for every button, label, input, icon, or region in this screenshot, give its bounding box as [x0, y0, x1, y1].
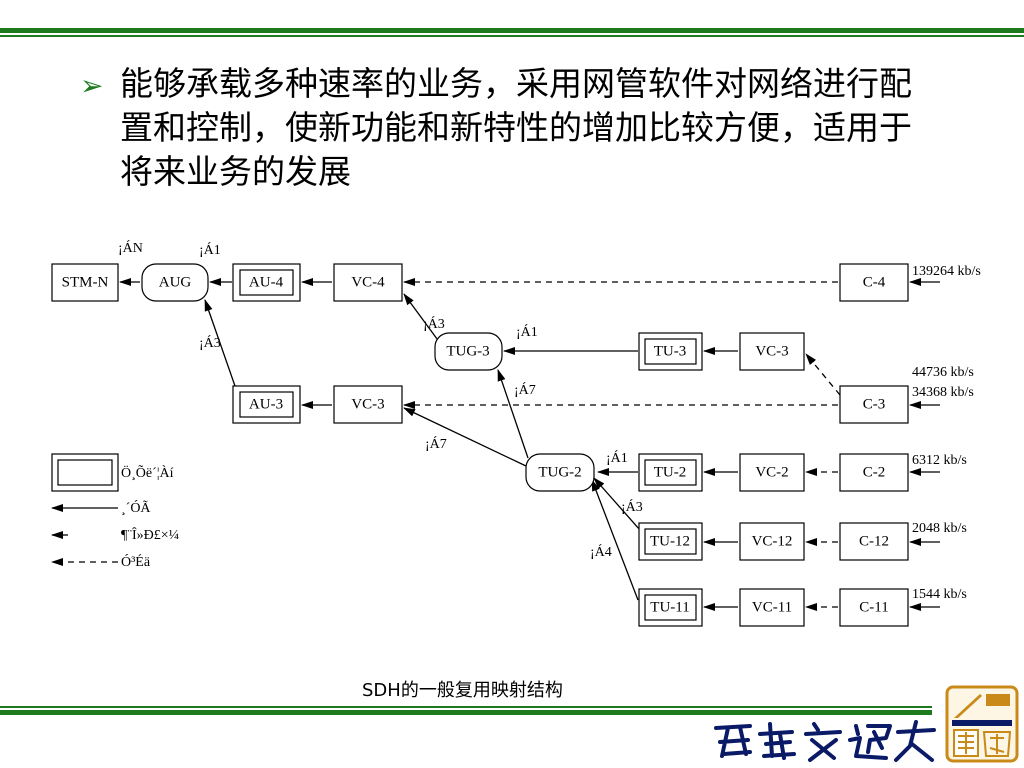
bullet-text: 能够承载多种速率的业务，采用网管软件对网络进行配置和控制，使新功能和新特性的增加…	[120, 64, 912, 191]
legend-mapping-label: Ó³Éä	[121, 553, 151, 570]
arrow-au3-aug	[204, 299, 236, 387]
figure-caption: SDH的一般复用映射结构	[362, 680, 563, 701]
vc12-label: VC-12	[752, 533, 793, 549]
rate-c3-a: 44736 kb/s	[912, 365, 974, 380]
c2-label: C-2	[863, 464, 886, 480]
vc4-box	[333, 263, 403, 302]
vc11-label: VC-11	[752, 599, 792, 615]
tu11-label: TU-11	[650, 599, 689, 615]
multiplier-tug3-tug2: ¡Á7	[514, 381, 536, 398]
university-calligraphy-logo	[714, 720, 936, 762]
vc11-box	[739, 588, 805, 627]
tu3-box-inner	[644, 338, 697, 365]
tu2-box-inner	[644, 459, 697, 486]
legend-align-label: ¶¨Î»Ð£×¼	[121, 526, 179, 543]
c11-label: C-11	[859, 599, 888, 615]
vc4-label: VC-4	[351, 274, 385, 290]
c4-box	[839, 263, 909, 302]
tug3-label: TUG-3	[446, 343, 489, 359]
vc3-top-label: VC-3	[755, 343, 788, 359]
au3-label: AU-3	[249, 396, 283, 412]
multiplier-vc3-tug2: ¡Á7	[425, 435, 447, 452]
aug-label: AUG	[159, 274, 192, 290]
legend-pointer-box-inner	[57, 459, 113, 486]
au4-box-inner	[239, 269, 294, 296]
au4-label: AU-4	[249, 274, 284, 290]
top-divider	[0, 28, 1024, 37]
arrow-c3-vc3top	[805, 353, 841, 396]
c3-label: C-3	[863, 396, 886, 412]
multiplier-tug3-tu3: ¡Á1	[516, 323, 538, 340]
stm-n-label: STM-N	[62, 274, 109, 290]
vc3-left-label: VC-3	[351, 396, 384, 412]
c12-box	[839, 522, 909, 561]
stm-n-box	[51, 263, 119, 302]
rate-c2: 6312 kb/s	[912, 453, 967, 468]
bottom-divider	[0, 706, 932, 715]
c11-box	[839, 588, 909, 627]
arrow-tug2-vc3	[403, 407, 527, 467]
tu12-box-inner	[644, 528, 697, 555]
arrow-tug3-vc4	[403, 293, 441, 344]
legend: Ö¸Õë´¦Àí ¸´ÓÃ ¶¨Î»Ð£×¼ Ó³Éä	[51, 453, 179, 570]
arrow-tug2-tug3	[497, 369, 529, 459]
multiplier-aug-au4: ¡Á1	[199, 241, 221, 258]
legend-multiplex-label: ¸´ÓÃ	[121, 499, 151, 516]
tug2-box	[525, 453, 595, 492]
c4-label: C-4	[863, 274, 886, 290]
rate-c11: 1544 kb/s	[912, 587, 967, 602]
tu11-box-inner	[644, 594, 697, 621]
vc2-label: VC-2	[755, 464, 788, 480]
multiplier-stm-aug: ¡ÁN	[118, 239, 143, 256]
arrow-bullet-icon: ➢	[80, 69, 104, 102]
aug-box	[141, 263, 209, 302]
vc12-box	[739, 522, 805, 561]
tu3-label: TU-3	[654, 343, 687, 359]
multiplier-tug2-tu2: ¡Á1	[606, 449, 628, 466]
rate-c3-b: 34368 kb/s	[912, 385, 974, 400]
legend-pointer-label: Ö¸Õë´¦Àí	[121, 464, 174, 481]
tug2-label: TUG-2	[538, 464, 581, 480]
multiplier-vc4-tug3: ¡Á3	[423, 315, 445, 332]
tu12-label: TU-12	[650, 533, 690, 549]
c12-label: C-12	[859, 533, 889, 549]
vc2-box	[739, 453, 805, 492]
arrow-tu11-tug2	[591, 479, 639, 601]
tug3-box	[434, 332, 503, 371]
multiplier-tug2-tu11: ¡Á4	[590, 543, 612, 560]
c2-box	[839, 453, 909, 492]
tu2-label: TU-2	[654, 464, 687, 480]
arrow-tu12-tug2	[593, 477, 641, 531]
c3-box	[839, 385, 909, 424]
university-emblem	[945, 685, 1019, 763]
vc3-top-box	[739, 332, 805, 371]
rate-c12: 2048 kb/s	[912, 521, 967, 536]
rate-c4: 139264 kb/s	[912, 264, 981, 279]
multiplier-aug-au3: ¡Á3	[199, 334, 221, 351]
vc3-left-box	[333, 385, 403, 424]
au3-box-inner	[239, 391, 294, 418]
multiplier-tug2-tu12: ¡Á3	[621, 498, 643, 515]
